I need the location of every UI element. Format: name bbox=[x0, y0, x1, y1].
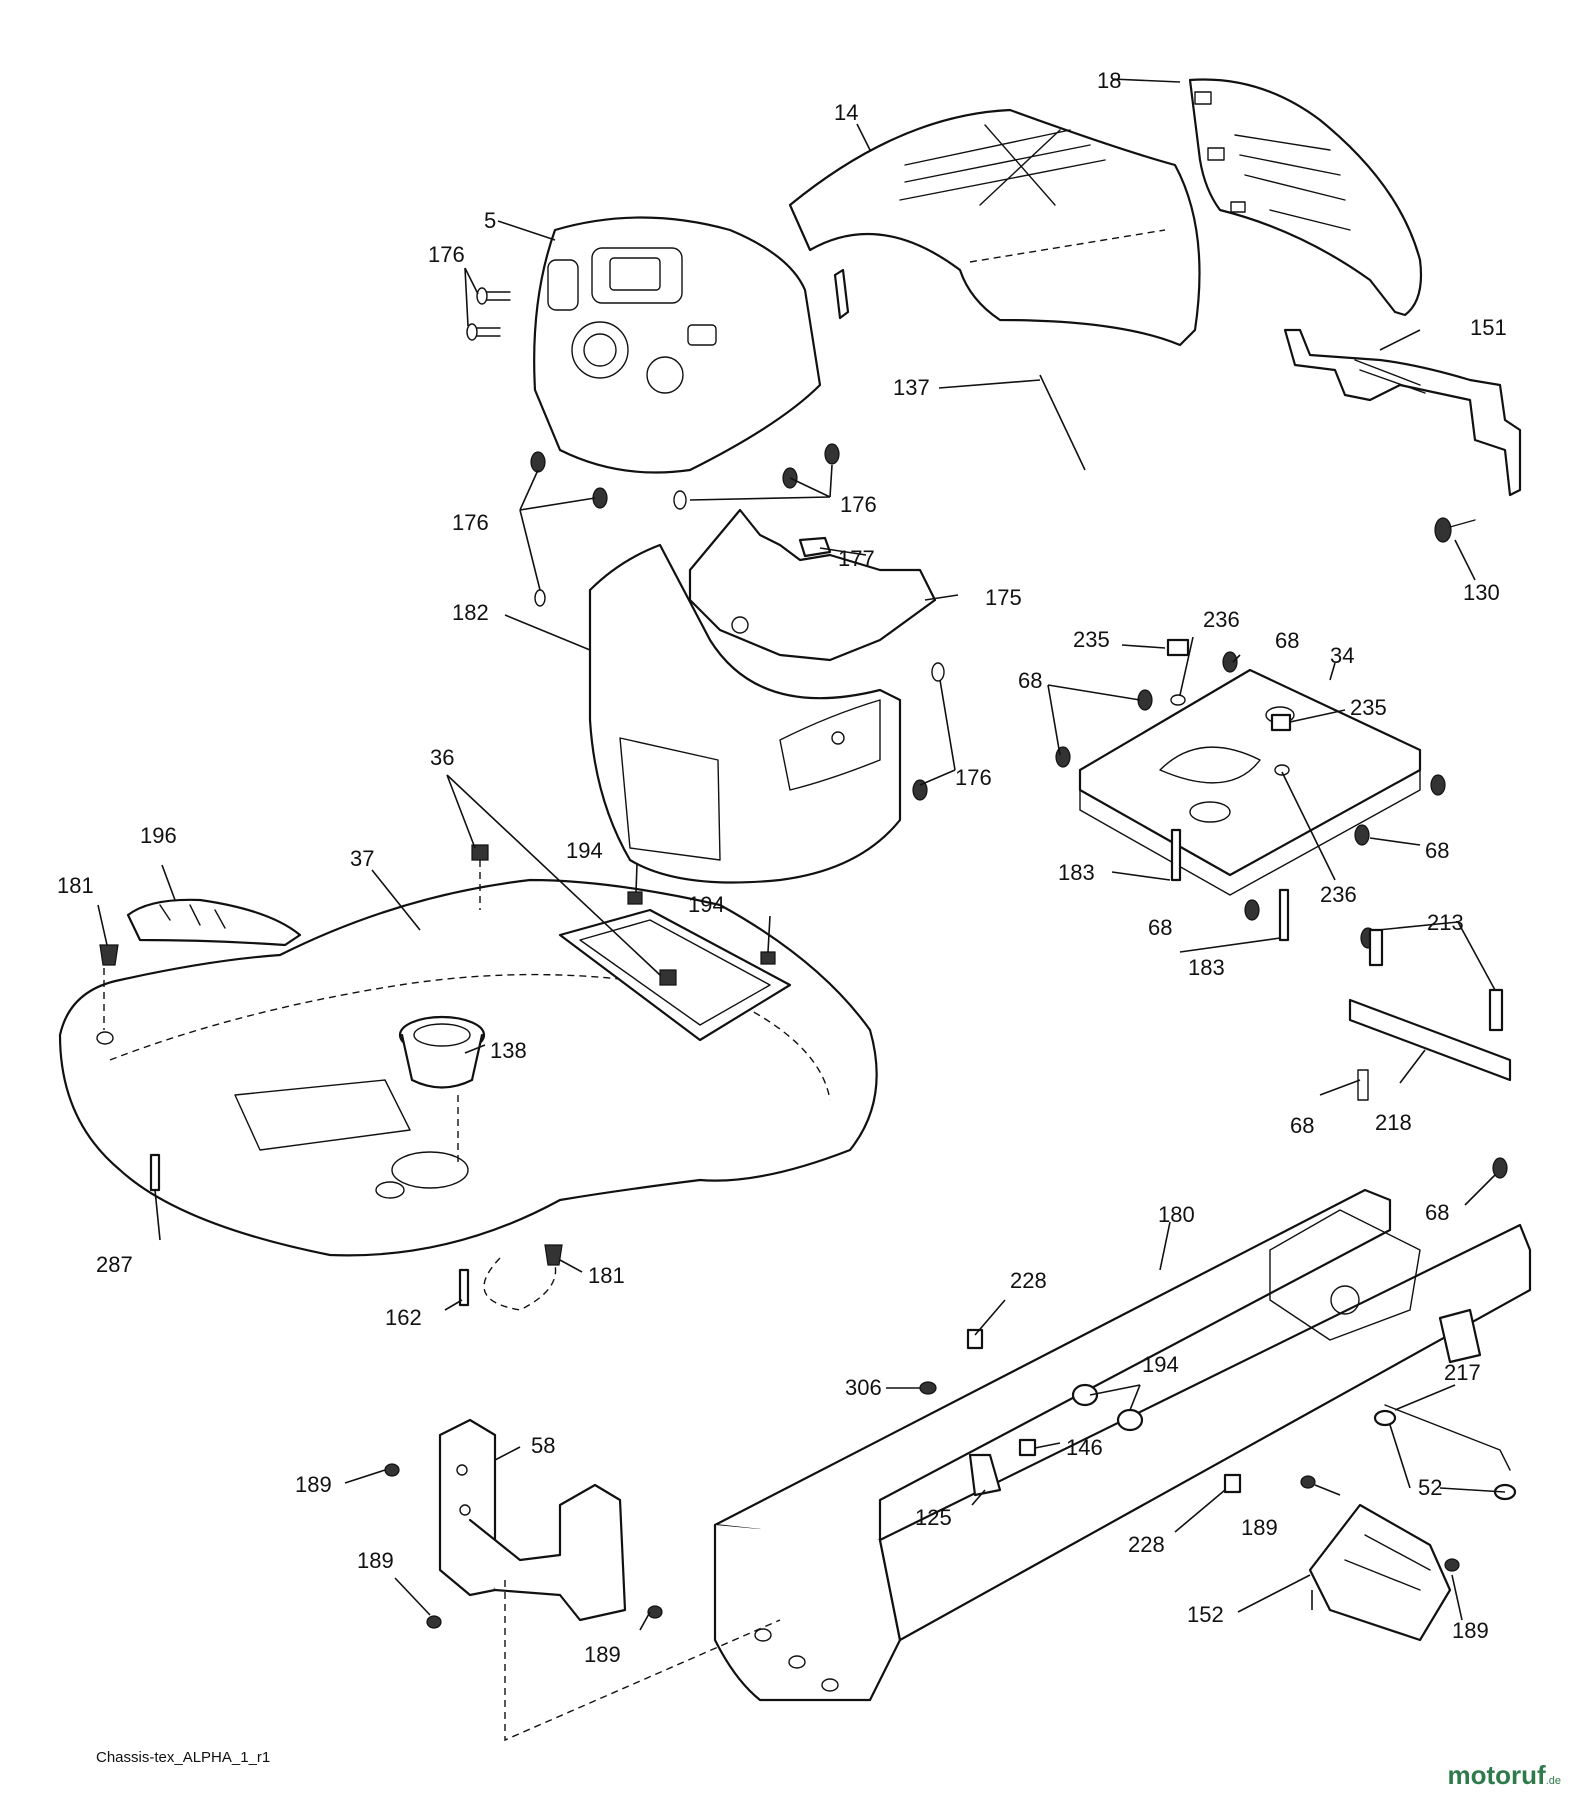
callout-176-c: 176 bbox=[452, 510, 489, 535]
callout-213: 213 bbox=[1427, 910, 1464, 935]
callout-196: 196 bbox=[140, 823, 177, 848]
callout-176-d: 176 bbox=[955, 765, 992, 790]
callout-175: 175 bbox=[985, 585, 1022, 610]
callout-287: 287 bbox=[96, 1252, 133, 1277]
callout-235-b: 235 bbox=[1350, 695, 1387, 720]
callout-306: 306 bbox=[845, 1375, 882, 1400]
callout-189-c: 189 bbox=[357, 1548, 394, 1573]
push-pins-176 bbox=[466, 287, 945, 801]
callout-34: 34 bbox=[1330, 643, 1354, 668]
callout-177: 177 bbox=[838, 546, 875, 571]
rod-217-part bbox=[1373, 1404, 1517, 1501]
callout-5: 5 bbox=[484, 208, 496, 233]
callout-194-a: 194 bbox=[566, 838, 603, 863]
callout-181-b: 181 bbox=[588, 1263, 625, 1288]
callout-194-b: 194 bbox=[688, 892, 725, 917]
callout-181-a: 181 bbox=[57, 873, 94, 898]
callout-194-c: 194 bbox=[1142, 1352, 1179, 1377]
small-parts-fender bbox=[99, 844, 776, 1311]
bushing-138-part bbox=[398, 1015, 486, 1089]
assembly-line bbox=[504, 1580, 781, 1742]
callout-138: 138 bbox=[490, 1038, 527, 1063]
screws-189 bbox=[384, 1463, 1460, 1629]
callout-176-b: 176 bbox=[840, 492, 877, 517]
small-parts-frame bbox=[919, 1328, 1242, 1497]
callout-18: 18 bbox=[1097, 68, 1121, 93]
callout-236-a: 236 bbox=[1203, 607, 1240, 632]
leader-lines bbox=[97, 78, 1506, 1631]
seat-plate-34-part bbox=[1078, 668, 1422, 896]
callout-137: 137 bbox=[893, 375, 930, 400]
callout-235-a: 235 bbox=[1073, 627, 1110, 652]
callout-68-a: 68 bbox=[1275, 628, 1299, 653]
callout-176-a: 176 bbox=[428, 242, 465, 267]
callout-36: 36 bbox=[430, 745, 454, 770]
callout-189-e: 189 bbox=[1452, 1618, 1489, 1643]
callout-68-c: 68 bbox=[1425, 838, 1449, 863]
callout-162: 162 bbox=[385, 1305, 422, 1330]
dash-panel-part bbox=[533, 216, 822, 474]
callout-146: 146 bbox=[1066, 1435, 1103, 1460]
callout-14: 14 bbox=[834, 100, 858, 125]
callout-58: 58 bbox=[531, 1433, 555, 1458]
bracket-58-part bbox=[438, 1418, 627, 1622]
callout-228-a: 228 bbox=[1010, 1268, 1047, 1293]
watermark-logo: motoruf.de bbox=[1448, 1760, 1562, 1791]
bracket-175-part bbox=[688, 508, 937, 662]
front-grille-part bbox=[1188, 78, 1423, 317]
callout-189-b: 189 bbox=[1241, 1515, 1278, 1540]
callout-236-b: 236 bbox=[1320, 882, 1357, 907]
hood-cover-part bbox=[788, 108, 1201, 347]
screw-130-part bbox=[1434, 517, 1476, 543]
spacers-235-236 bbox=[1166, 638, 1292, 776]
clip-177-part bbox=[798, 536, 832, 558]
logo-tld: .de bbox=[1545, 1775, 1561, 1787]
callout-52: 52 bbox=[1418, 1475, 1442, 1500]
callout-183-a: 183 bbox=[1058, 860, 1095, 885]
callout-151: 151 bbox=[1470, 315, 1507, 340]
panel-196-part bbox=[126, 898, 302, 947]
callout-189-a: 189 bbox=[295, 1472, 332, 1497]
callout-189-d: 189 bbox=[584, 1642, 621, 1667]
callout-125: 125 bbox=[915, 1505, 952, 1530]
callout-152: 152 bbox=[1187, 1602, 1224, 1627]
callout-68-e: 68 bbox=[1290, 1113, 1314, 1138]
callout-180: 180 bbox=[1158, 1202, 1195, 1227]
logo-text: motoruf bbox=[1447, 1760, 1546, 1790]
callout-228-b: 228 bbox=[1128, 1532, 1165, 1557]
callout-68-b: 68 bbox=[1018, 668, 1042, 693]
callouts: 14 18 5 176 137 151 130 176 176 177 175 … bbox=[57, 68, 1507, 1667]
lower-dash-182-part bbox=[588, 543, 902, 884]
plate-152-part bbox=[1308, 1503, 1452, 1642]
frame-180-part bbox=[713, 1188, 1532, 1702]
bracket-218-part bbox=[1348, 928, 1512, 1101]
bolts-183 bbox=[1170, 828, 1290, 942]
callout-37: 37 bbox=[350, 846, 374, 871]
callout-68-d: 68 bbox=[1148, 915, 1172, 940]
callout-182: 182 bbox=[452, 600, 489, 625]
diagram-caption: Chassis-tex_ALPHA_1_r1 bbox=[96, 1749, 271, 1766]
callout-183-b: 183 bbox=[1188, 955, 1225, 980]
callout-130: 130 bbox=[1463, 580, 1500, 605]
bracket-151-part bbox=[1283, 328, 1522, 497]
callout-68-f: 68 bbox=[1425, 1200, 1449, 1225]
callout-218: 218 bbox=[1375, 1110, 1412, 1135]
callout-217: 217 bbox=[1444, 1360, 1481, 1385]
